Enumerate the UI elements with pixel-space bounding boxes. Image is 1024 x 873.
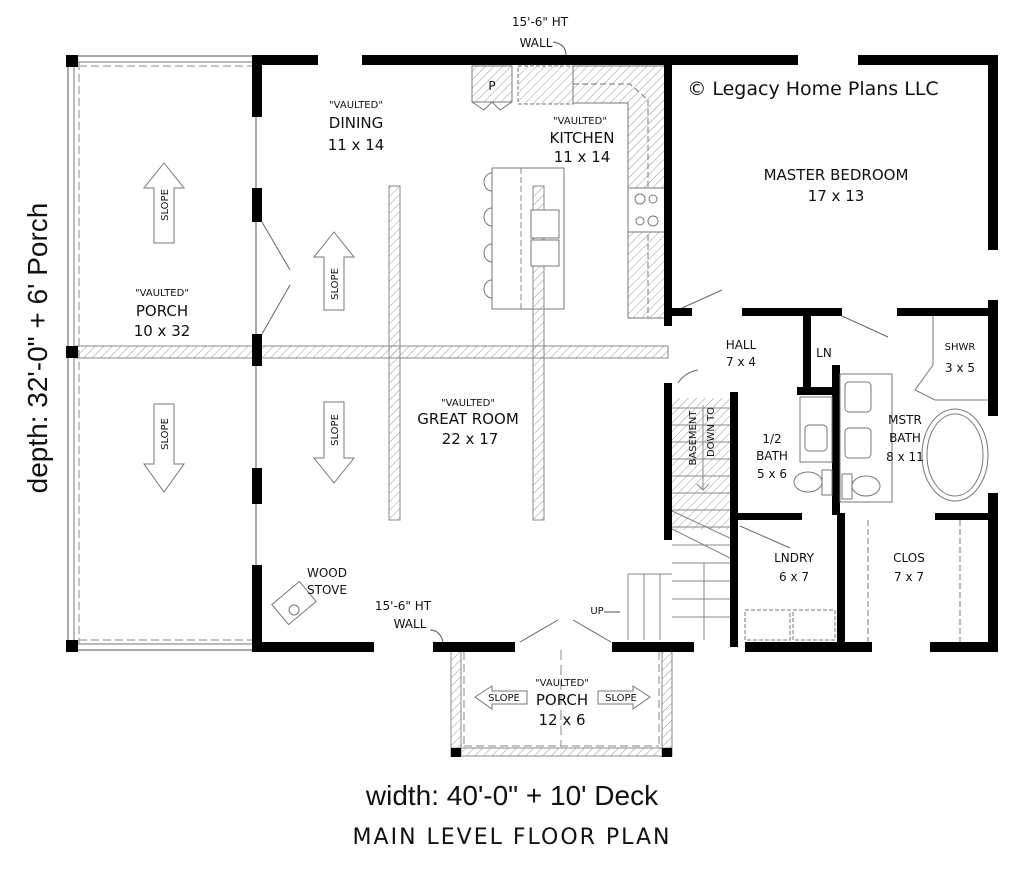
laundry-dims: 6 x 7: [779, 570, 809, 584]
wood-stove-icon: [271, 580, 317, 626]
front-porch-name: PORCH: [536, 691, 588, 709]
closet-name: CLOS: [893, 551, 925, 565]
slope-label: SLOPE: [330, 268, 341, 300]
shower-name: SHWR: [945, 342, 976, 353]
great-room-dims: 22 x 17: [442, 430, 499, 448]
master-bath-dims: 8 x 11: [886, 450, 924, 464]
master-bath-name1: MSTR: [888, 413, 922, 427]
half-bath-dims: 5 x 6: [757, 467, 787, 481]
dining-vaulted: "VAULTED": [329, 100, 383, 111]
slope-label: SLOPE: [605, 693, 637, 704]
slope-arrow-down-porch: [143, 403, 185, 493]
stairs-down-line1: BASEMENT: [688, 410, 699, 466]
wall-height-bottom-line2: WALL: [394, 617, 427, 631]
copyright-text: © Legacy Home Plans LLC: [687, 78, 938, 100]
interior-walls: [664, 55, 998, 647]
slope-arrow-down-great-room: [312, 401, 356, 484]
side-porch-dims: 10 x 32: [134, 322, 191, 340]
shower-dims: 3 x 5: [945, 361, 975, 375]
stairs: [627, 398, 735, 640]
dining-dims: 11 x 14: [328, 136, 385, 154]
stairs-up-label: UP: [590, 606, 603, 617]
hall-dims: 7 x 4: [726, 355, 756, 369]
kitchen-vaulted: "VAULTED": [553, 116, 607, 127]
half-bath-name1: 1/2: [762, 432, 781, 446]
master-bedroom-dims: 17 x 13: [808, 187, 865, 205]
width-dimension-label: width: 40'-0" + 10' Deck: [365, 780, 659, 811]
dining-name: DINING: [329, 114, 383, 132]
bath-fixtures: [744, 316, 989, 642]
kitchen-name: KITCHEN: [550, 129, 615, 147]
exterior-walls: [252, 55, 998, 652]
wood-stove-line1: WOOD: [307, 566, 347, 580]
linen-label: LN: [816, 346, 832, 360]
half-bath-name2: BATH: [756, 449, 788, 463]
slope-arrows: [142, 162, 651, 710]
kitchen-dims: 11 x 14: [554, 148, 611, 166]
plan-title: MAIN LEVEL FLOOR PLAN: [352, 825, 672, 850]
slope-label: SLOPE: [160, 418, 171, 450]
front-porch-dims: 12 x 6: [538, 711, 585, 729]
slope-arrow-right-front-porch: [597, 685, 651, 710]
slope-label: SLOPE: [330, 414, 341, 446]
pantry-cabinet: [471, 65, 513, 103]
ceiling-beams: [255, 185, 669, 521]
wall-height-bottom-line1: 15'-6" HT: [375, 599, 432, 613]
slope-arrow-left-front-porch: [474, 685, 528, 710]
laundry-name: LNDRY: [774, 551, 814, 565]
range-cooktop: [627, 187, 669, 233]
slope-arrow-up-dining: [312, 231, 356, 311]
slope-label: SLOPE: [160, 189, 171, 221]
wall-height-top-line2: WALL: [520, 36, 553, 50]
side-porch-vaulted: "VAULTED": [135, 288, 189, 299]
wood-stove-line2: STOVE: [307, 583, 347, 597]
slope-label: SLOPE: [488, 693, 520, 704]
great-room-name: GREAT ROOM: [417, 410, 519, 428]
side-porch-name: PORCH: [136, 302, 188, 320]
hall-name: HALL: [726, 338, 757, 352]
master-bath-name2: BATH: [889, 431, 921, 445]
kitchen-counters: [471, 65, 669, 319]
pantry-label: P: [488, 79, 495, 93]
great-room-vaulted: "VAULTED": [441, 398, 495, 409]
closet-dims: 7 x 7: [894, 570, 924, 584]
wall-height-top-line1: 15'-6" HT: [512, 15, 569, 29]
depth-dimension-label: depth: 32'-0" + 6' Porch: [22, 202, 53, 494]
master-bedroom-name: MASTER BEDROOM: [764, 166, 909, 184]
doors: [261, 221, 889, 643]
stairs-down-line2: DOWN TO: [706, 407, 717, 457]
slope-arrow-up-porch: [142, 162, 186, 244]
front-porch-vaulted: "VAULTED": [535, 678, 589, 689]
side-porch: [66, 55, 257, 652]
